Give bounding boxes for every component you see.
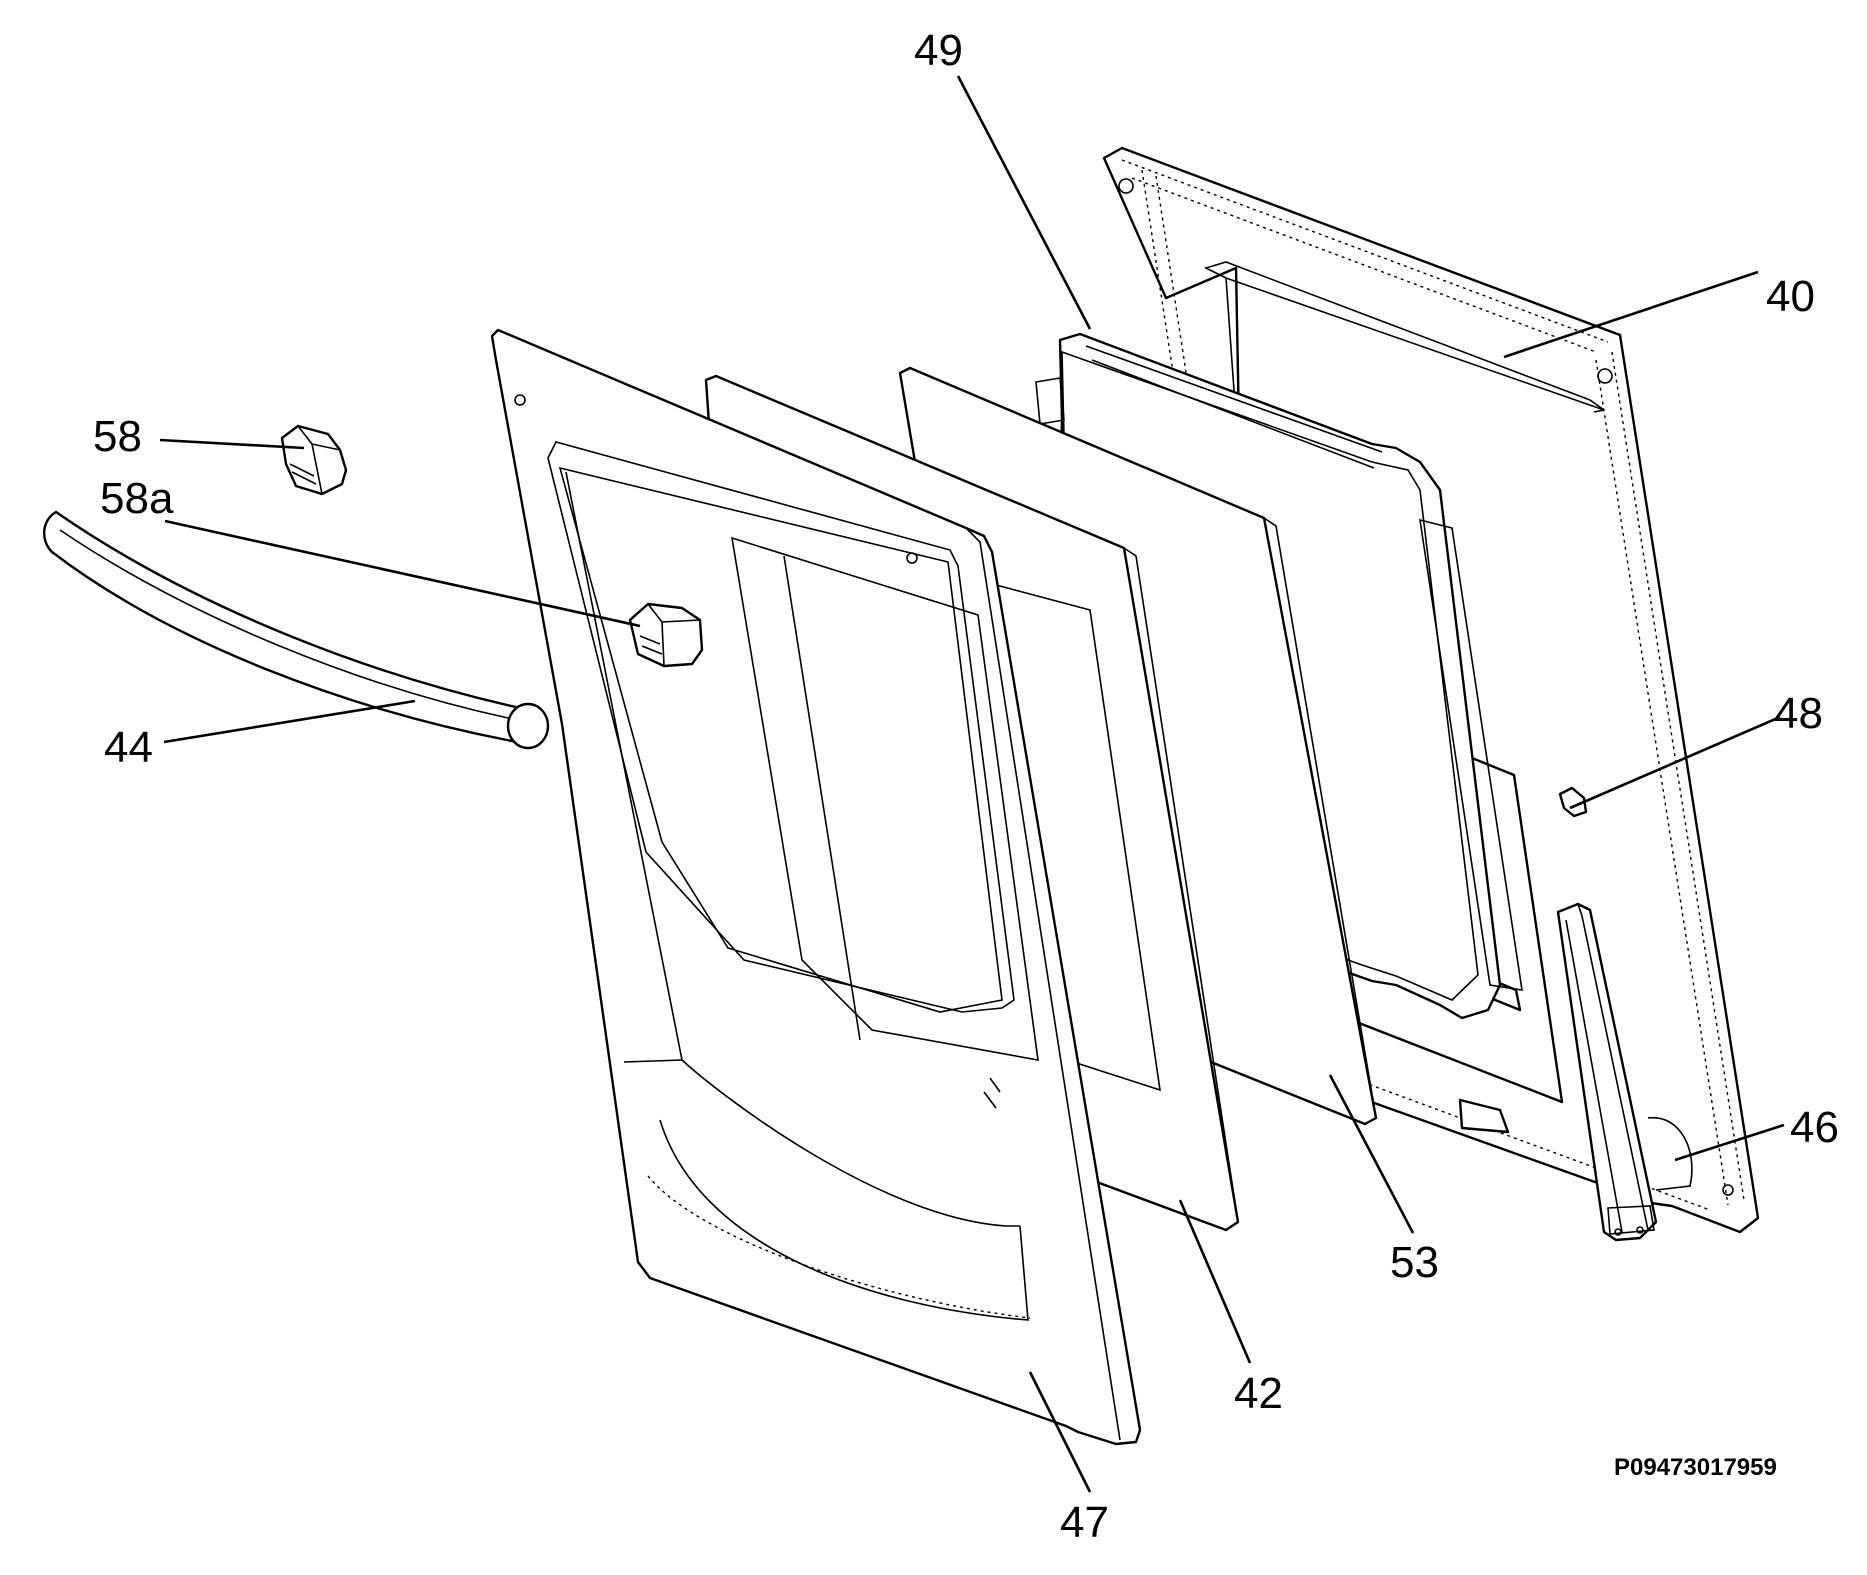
callout-46: 46: [1790, 1103, 1839, 1152]
drawing-code: P09473017959: [1614, 1454, 1777, 1481]
callout-58a: 58a: [100, 474, 174, 523]
leader-lines: [159, 75, 1785, 1493]
callout-47: 47: [1060, 1498, 1109, 1547]
callout-58: 58: [93, 412, 142, 461]
callout-49: 49: [914, 26, 963, 75]
leader-48: [1569, 715, 1781, 810]
handle-end-cap-58: [280, 424, 348, 496]
leader-53: [1328, 1074, 1415, 1234]
leader-46: [1674, 1123, 1785, 1162]
callout-44: 44: [104, 723, 153, 772]
leader-40: [1503, 270, 1759, 359]
hinge-bracket-46: [1556, 902, 1693, 1242]
callout-labels: 40 42 44 46 47 48 49 53 58 58a: [93, 26, 1839, 1547]
leader-49: [956, 75, 1092, 330]
callout-53: 53: [1390, 1238, 1439, 1287]
leader-58a: [164, 519, 641, 628]
leader-47: [1028, 1371, 1092, 1493]
callout-48: 48: [1774, 689, 1823, 738]
callout-42: 42: [1234, 1369, 1283, 1418]
door-handle-44: [43, 510, 550, 750]
door-clip-48: [1558, 786, 1588, 818]
callout-40: 40: [1766, 272, 1815, 321]
leader-58: [159, 438, 305, 450]
leader-44: [163, 699, 416, 744]
leader-42: [1178, 1199, 1252, 1364]
handle-end-cap-58a: [628, 602, 704, 668]
